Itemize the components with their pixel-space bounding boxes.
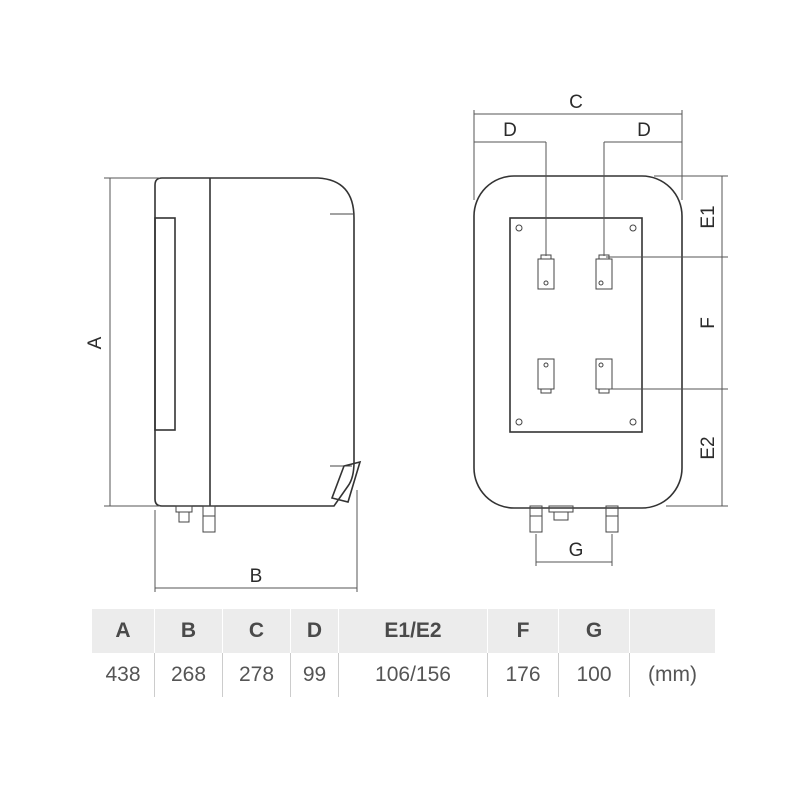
dimension-d-right (603, 141, 682, 256)
technical-drawing: A B C D D E1 F E2 G (85, 92, 728, 592)
table-value-g: 100 (558, 653, 630, 697)
table-header-row: A B C D E1/E2 F G (92, 609, 715, 653)
table-header-cell: C (222, 609, 291, 653)
dimension-d-left (474, 141, 547, 256)
table-header-cell: B (154, 609, 223, 653)
table-header-cell (629, 609, 715, 653)
dimensions-table: A B C D E1/E2 F G 438 268 278 99 106/156… (92, 609, 715, 697)
label-e2: E2 (698, 436, 719, 459)
table-value-f: 176 (487, 653, 559, 697)
dimension-c (473, 110, 683, 200)
side-panel (154, 217, 176, 431)
front-body-outline (473, 175, 683, 509)
table-value-c: 278 (222, 653, 291, 697)
label-a: A (85, 336, 106, 349)
side-pipes (175, 505, 216, 533)
table-header-cell: A (92, 609, 155, 653)
side-view (104, 177, 362, 592)
table-header-cell: E1/E2 (338, 609, 488, 653)
dimension-e-f (606, 175, 728, 507)
label-f: F (698, 317, 719, 329)
dimension-g (535, 534, 613, 566)
label-d-right: D (637, 120, 651, 141)
table-header-cell: G (558, 609, 630, 653)
bracket-bottom-left (537, 358, 555, 394)
bracket-bottom-right (595, 358, 613, 394)
dimension-a (104, 177, 160, 507)
bracket-top-left (537, 254, 555, 290)
mounting-plate (509, 217, 643, 433)
table-header-cell: D (290, 609, 339, 653)
table-header-cell: F (487, 609, 559, 653)
side-body-outline (154, 177, 355, 507)
table-value-b: 268 (154, 653, 223, 697)
label-b: B (250, 566, 263, 587)
label-c: C (569, 92, 583, 113)
table-value-e1-e2: 106/156 (338, 653, 488, 697)
table-row: 438 268 278 99 106/156 176 100 (mm) (92, 653, 715, 697)
table-unit: (mm) (629, 653, 715, 697)
label-d-left: D (503, 120, 517, 141)
bracket-top-right (595, 254, 613, 290)
label-g: G (569, 540, 584, 561)
dimension-b (154, 490, 358, 592)
plate-screws (515, 224, 637, 426)
label-e1: E1 (698, 205, 719, 228)
table-value-a: 438 (105, 663, 141, 686)
front-pipes (529, 505, 619, 533)
table-value-d: 99 (290, 653, 339, 697)
side-valve (330, 460, 362, 503)
front-view (473, 110, 728, 566)
